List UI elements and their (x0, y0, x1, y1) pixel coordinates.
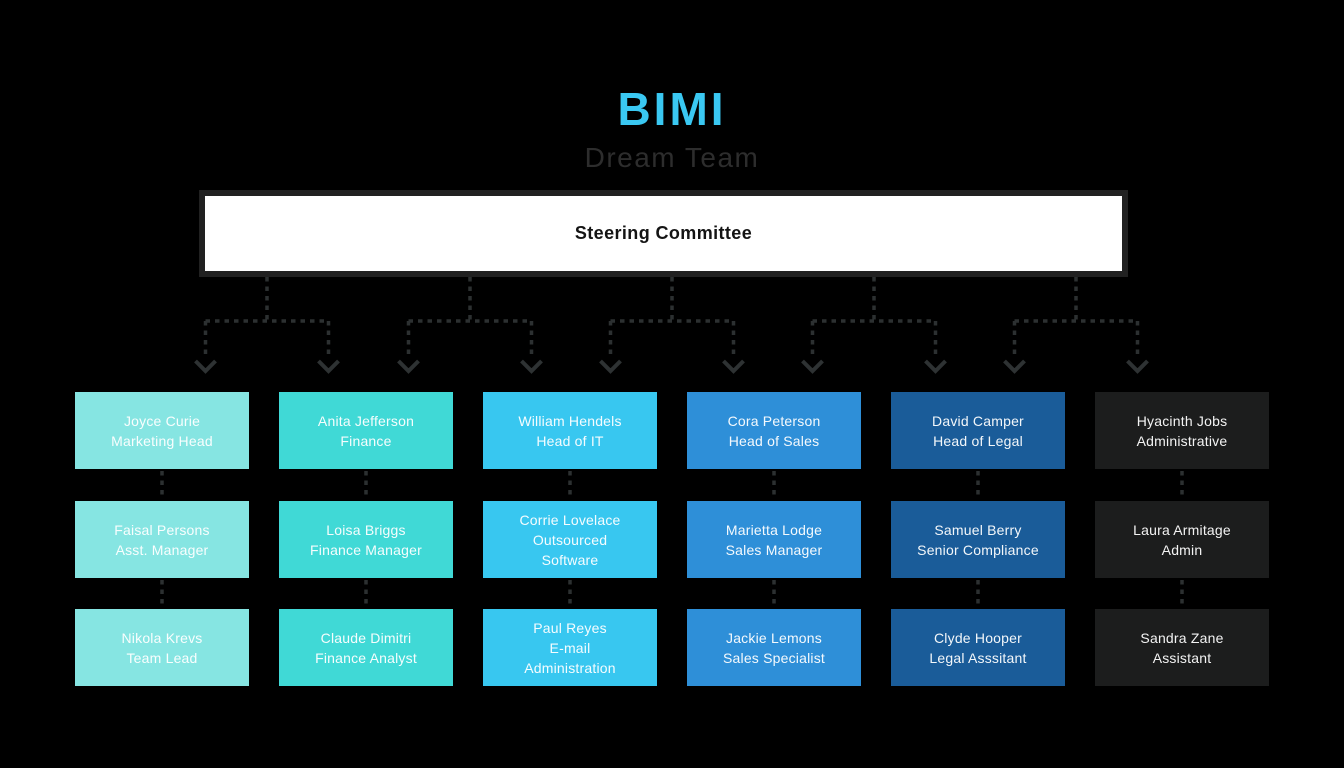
member-name: Nikola Krevs (121, 629, 203, 646)
org-box-corrie-lovelace: Corrie Lovelace Outsourced Software (483, 501, 657, 578)
member-name: William Hendels (518, 412, 622, 429)
org-box-sandra-zane: Sandra Zane Assistant (1095, 609, 1269, 686)
org-box-samuel-berry: Samuel Berry Senior Compliance (891, 501, 1065, 578)
org-box-anita-jefferson: Anita Jefferson Finance (279, 392, 453, 469)
member-role: Sales Manager (725, 541, 823, 558)
member-role: E-mail Administration (524, 639, 616, 676)
org-box-clyde-hooper: Clyde Hooper Legal Asssitant (891, 609, 1065, 686)
org-box-faisal-persons: Faisal Persons Asst. Manager (75, 501, 249, 578)
member-role: Senior Compliance (917, 541, 1039, 558)
org-box-cora-peterson: Cora Peterson Head of Sales (687, 392, 861, 469)
member-role: Head of Legal (933, 432, 1023, 449)
member-name: Laura Armitage (1133, 521, 1231, 538)
member-role: Legal Asssitant (929, 649, 1027, 666)
member-role: Head of IT (536, 432, 604, 449)
steering-committee-label: Steering Committee (574, 223, 753, 243)
member-role: Admin (1161, 541, 1203, 558)
member-role: Marketing Head (111, 432, 213, 449)
org-box-david-camper: David Camper Head of Legal (891, 392, 1065, 469)
member-name: Samuel Berry (934, 521, 1022, 538)
member-name: Marietta Lodge (725, 521, 823, 538)
member-name: Jackie Lemons (726, 629, 822, 646)
member-role: Asst. Manager (115, 541, 209, 558)
member-name: Anita Jefferson (317, 412, 415, 429)
org-box-marietta-lodge: Marietta Lodge Sales Manager (687, 501, 861, 578)
member-name: Clyde Hooper (934, 629, 1022, 646)
org-box-nikola-krevs: Nikola Krevs Team Lead (75, 609, 249, 686)
org-box-loisa-briggs: Loisa Briggs Finance Manager (279, 501, 453, 578)
member-name: Claude Dimitri (320, 629, 412, 646)
arrowhead-icons (194, 359, 1149, 374)
member-name: Joyce Curie (123, 412, 201, 429)
member-name: Cora Peterson (727, 412, 821, 429)
org-box-laura-armitage: Laura Armitage Admin (1095, 501, 1269, 578)
member-name: Corrie Lovelace (519, 511, 621, 528)
org-box-claude-dimitri: Claude Dimitri Finance Analyst (279, 609, 453, 686)
member-role: Assistant (1152, 649, 1212, 666)
member-name: Sandra Zane (1140, 629, 1224, 646)
member-role: Finance Manager (310, 541, 422, 558)
steering-committee-box: Steering Committee (199, 190, 1128, 277)
member-role: Head of Sales (728, 432, 820, 449)
member-name: Hyacinth Jobs (1136, 412, 1228, 429)
member-role: Team Lead (126, 649, 198, 666)
org-box-hyacinth-jobs: Hyacinth Jobs Administrative (1095, 392, 1269, 469)
org-box-paul-reyes: Paul Reyes E-mail Administration (483, 609, 657, 686)
subtitle: Dream Team (584, 142, 760, 173)
member-name: Loisa Briggs (326, 521, 406, 538)
member-name: Paul Reyes (533, 619, 607, 636)
member-name: David Camper (932, 412, 1024, 429)
member-role: Administrative (1136, 432, 1228, 449)
member-role: Outsourced Software (532, 531, 608, 568)
member-role: Finance (340, 432, 392, 449)
member-role: Finance Analyst (315, 649, 417, 666)
member-role: Sales Specialist (722, 649, 826, 666)
org-box-william-hendels: William Hendels Head of IT (483, 392, 657, 469)
org-box-jackie-lemons: Jackie Lemons Sales Specialist (687, 609, 861, 686)
member-name: Faisal Persons (114, 521, 210, 538)
org-box-joyce-curie: Joyce Curie Marketing Head (75, 392, 249, 469)
brand-title: BIMI (617, 83, 727, 135)
